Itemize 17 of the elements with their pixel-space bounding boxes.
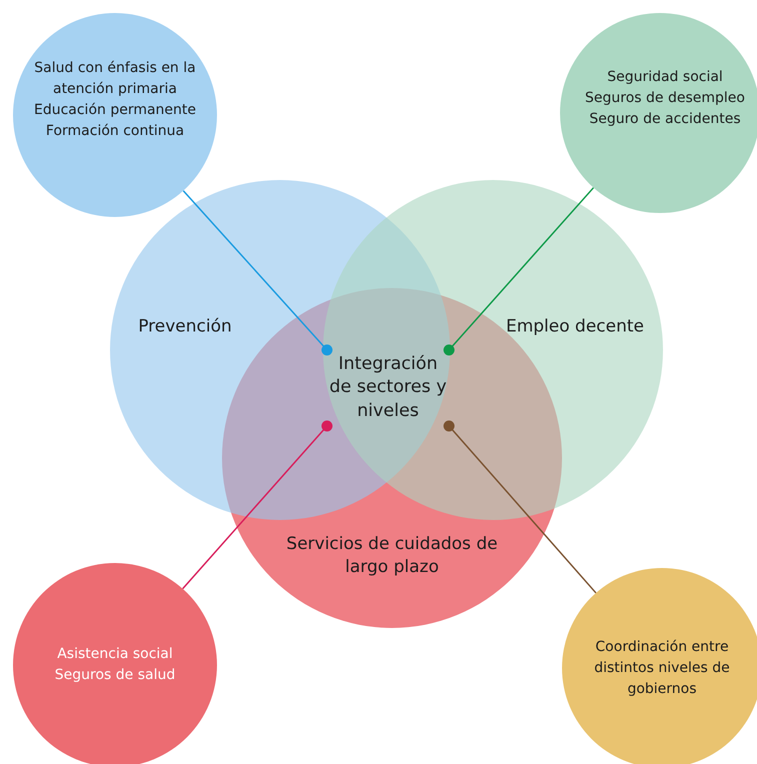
- topic-item: Seguros de salud: [54, 666, 176, 685]
- topic-item: Educación permanente: [32, 101, 198, 120]
- topic-item: Seguro de accidentes: [588, 110, 742, 128]
- topic-item: Seguros de desempleo: [584, 88, 746, 108]
- leader-line: [444, 187, 594, 356]
- topic-item: Coordinación entre distintos niveles de gobiernos: [593, 638, 731, 698]
- circle-label: Prevención: [137, 316, 233, 338]
- topic-item: Seguridad social: [606, 68, 724, 86]
- leader-line: [182, 420, 332, 590]
- topic-item: Salud con énfasis en la atención primaria: [33, 59, 197, 99]
- leader-line: [444, 420, 596, 594]
- topic-item: Asistencia social: [56, 645, 174, 664]
- leader-line: [182, 190, 332, 356]
- topic-item: Formación continua: [44, 122, 186, 141]
- center-label: Integración de sectores y niveles: [327, 350, 449, 426]
- circle-label: Empleo decente: [504, 316, 646, 338]
- circle-label: Servicios de cuidados de largo plazo: [285, 533, 499, 579]
